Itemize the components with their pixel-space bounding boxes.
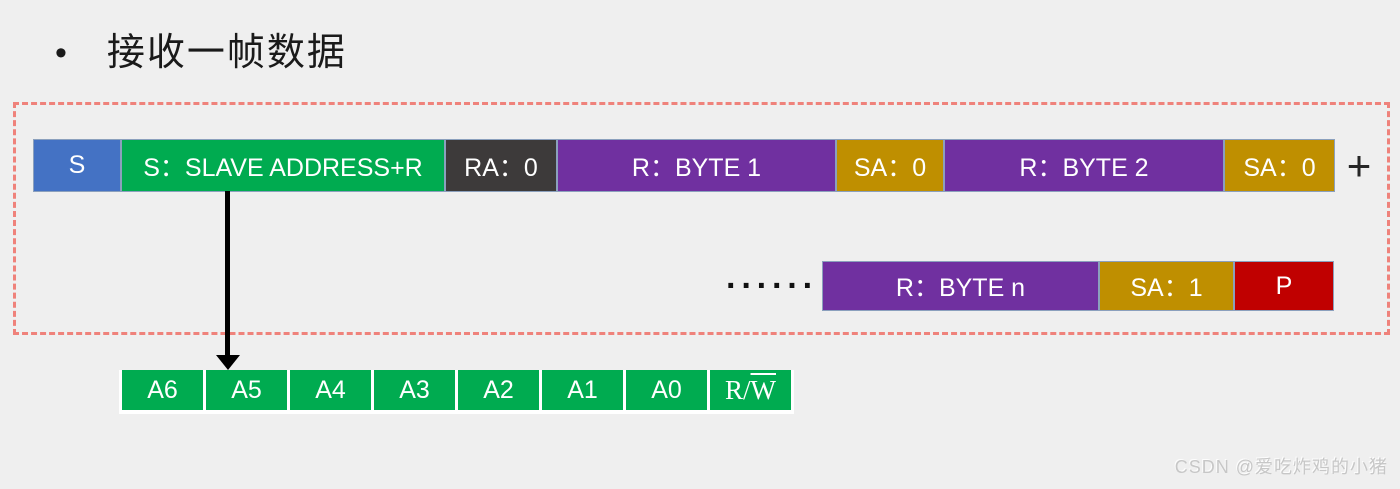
bit-a1: A1 <box>542 370 623 410</box>
bit-a6: A6 <box>122 370 203 410</box>
byte-n-block: R：BYTE n <box>822 261 1099 311</box>
slave-address-block: S：SLAVE ADDRESS+R <box>121 139 445 192</box>
dashed-frame <box>13 102 1390 335</box>
plus-sign: + <box>1346 141 1372 189</box>
sa-nack-block: SA：1 <box>1099 261 1234 311</box>
byte1-block: R：BYTE 1 <box>557 139 836 192</box>
start-condition-block: S <box>33 139 121 192</box>
arrow-down-icon <box>216 355 240 370</box>
rw-prefix: R/ <box>725 374 751 405</box>
bit-a0: A0 <box>626 370 707 410</box>
bullet-icon: • <box>55 34 67 72</box>
bit-a3: A3 <box>374 370 455 410</box>
page-title: 接收一帧数据 <box>106 32 347 74</box>
sa-ack-block-1: SA：0 <box>836 139 944 192</box>
bit-rw: R/W <box>710 370 791 410</box>
arrow-line <box>225 191 230 356</box>
continuation-dots: ······ <box>726 266 818 305</box>
bit-a2: A2 <box>458 370 539 410</box>
watermark: CSDN @爱吃炸鸡的小猪 <box>1174 457 1388 477</box>
stop-condition-block: P <box>1234 261 1334 311</box>
bit-a4: A4 <box>290 370 371 410</box>
slide-title: • 接收一帧数据 <box>55 34 347 72</box>
ra-ack-block: RA：0 <box>445 139 557 192</box>
rw-overline: W <box>750 374 776 405</box>
bit-a5: A5 <box>206 370 287 410</box>
sa-ack-block-2: SA：0 <box>1224 139 1335 192</box>
byte2-block: R：BYTE 2 <box>944 139 1224 192</box>
